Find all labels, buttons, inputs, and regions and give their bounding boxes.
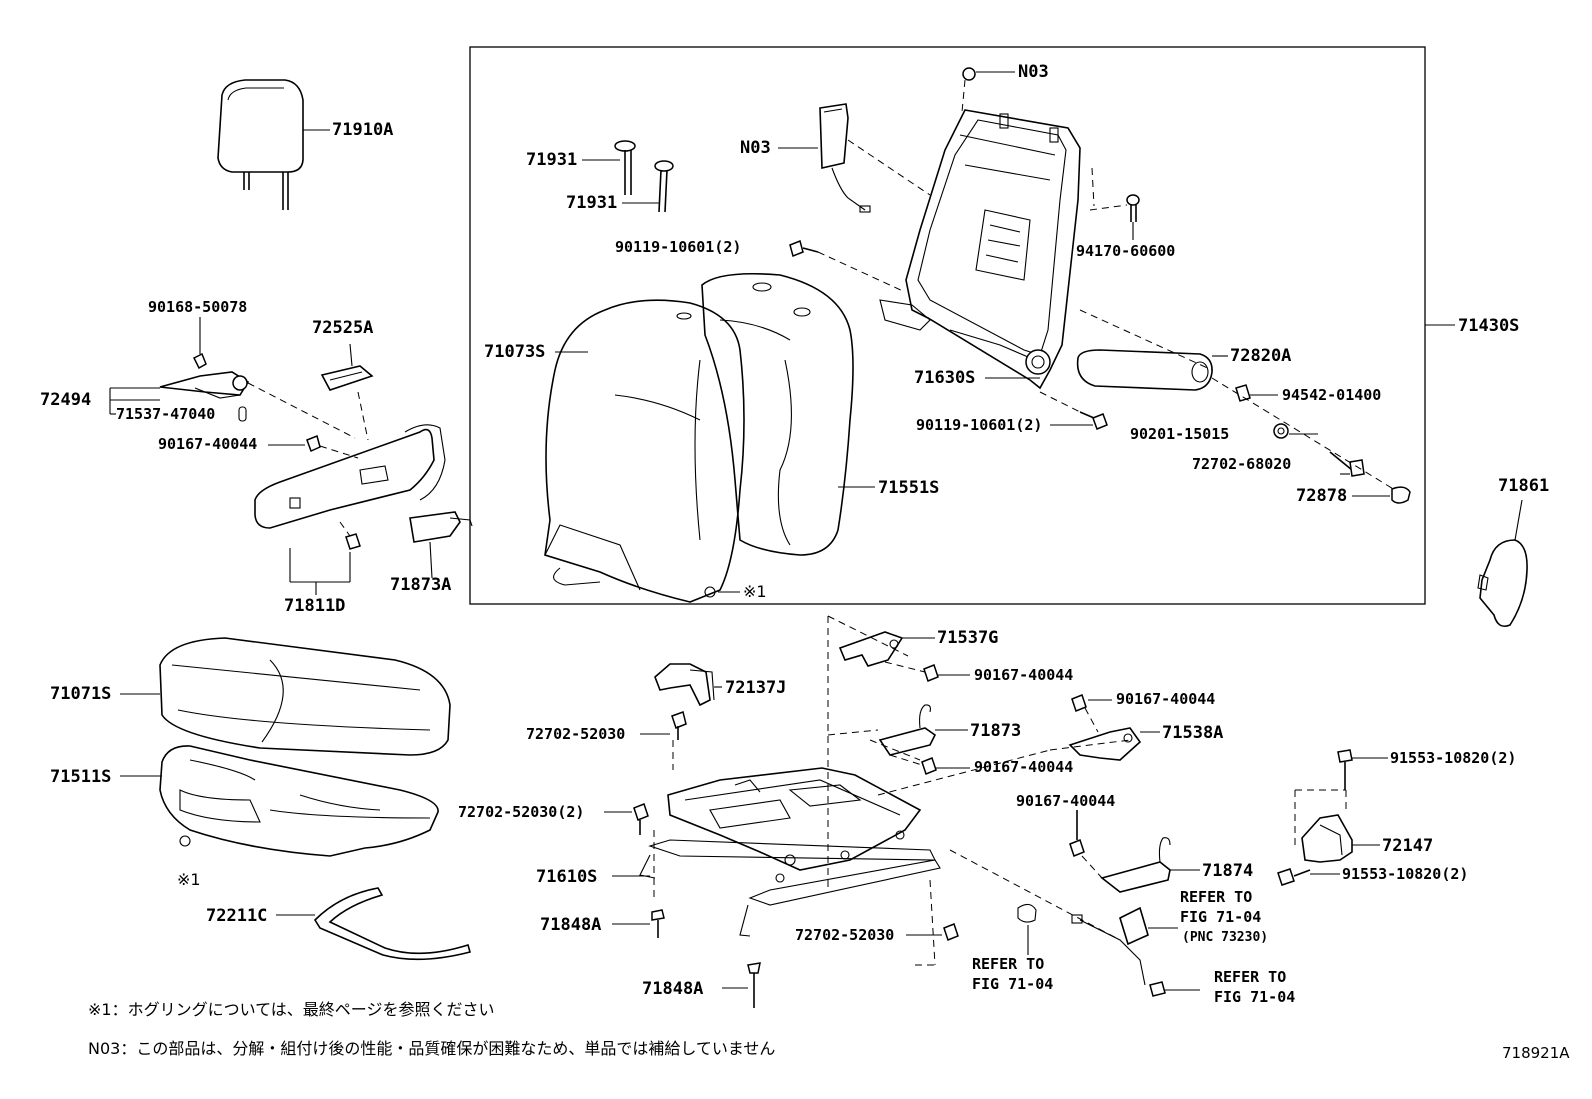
label-90167-71537G: 90167-40044 xyxy=(974,666,1074,684)
side-shield-group xyxy=(109,317,473,595)
nut-N03-top xyxy=(961,67,1015,113)
seatback-group-box xyxy=(469,46,1426,605)
label-72702-52030-c: 72702-52030 xyxy=(795,926,895,944)
label-72147: 72147 xyxy=(1382,836,1434,856)
label-72878: 72878 xyxy=(1296,486,1348,506)
label-71511S: 71511S xyxy=(50,767,112,787)
label-71811D: 71811D xyxy=(284,596,346,616)
seat-wire-72211C xyxy=(276,887,471,961)
figure-id: 718921A xyxy=(1502,1044,1570,1062)
label-71537-47040: 71537-47040 xyxy=(116,405,216,423)
label-71538A: 71538A xyxy=(1162,723,1224,743)
refer-2-line1: REFER TO xyxy=(972,955,1045,973)
label-N03-nut: N03 xyxy=(1018,62,1049,82)
label-72702-52030-2: 72702-52030(2) xyxy=(458,803,585,821)
recliner-cover-71861 xyxy=(1477,499,1528,628)
label-90119-lower: 90119-10601(2) xyxy=(916,416,1043,434)
refer-1-line2: FIG 71-04 xyxy=(1180,908,1262,926)
airbag-module-N03 xyxy=(778,103,931,213)
label-71931-b: 71931 xyxy=(566,193,618,213)
seatback-pad-71551S xyxy=(701,272,875,556)
label-90119-upper: 90119-10601(2) xyxy=(615,238,742,256)
refer-3-line2: FIG 71-04 xyxy=(1214,988,1296,1006)
bracket-71537G xyxy=(838,631,970,682)
label-90167-side: 90167-40044 xyxy=(158,435,258,453)
bolt-94170-60600 xyxy=(1089,167,1140,240)
label-90167-71874: 90167-40044 xyxy=(1016,792,1116,810)
footnote-hog-ring: ※1：ホグリングについては、最終ページを参照ください xyxy=(88,1000,495,1019)
label-N03-airbag: N03 xyxy=(740,138,771,158)
label-mark1-cushion: ※1 xyxy=(177,870,201,889)
label-71910A: 71910A xyxy=(332,120,394,140)
footnote-N03: N03：この部品は、分解・組付け後の性能・品質確保が困難なため、単品では補給して… xyxy=(88,1039,776,1058)
label-90167-71538A: 90167-40044 xyxy=(1116,690,1216,708)
cushion-cover-71071S xyxy=(120,637,451,756)
adjuster-bolts xyxy=(604,711,959,1008)
cushion-pad-71511S xyxy=(120,745,439,857)
label-91553-lower: 91553-10820(2) xyxy=(1342,865,1469,883)
label-71848A-b: 71848A xyxy=(642,979,704,999)
label-71610S: 71610S xyxy=(536,867,598,887)
label-72702-52030-a: 72702-52030 xyxy=(526,725,626,743)
label-90201-15015: 90201-15015 xyxy=(1130,425,1230,443)
label-71861: 71861 xyxy=(1498,476,1550,496)
bracket-72147 xyxy=(1277,749,1388,886)
seatback-frame-71630S xyxy=(879,109,1081,390)
label-71874: 71874 xyxy=(1202,861,1254,881)
label-90168-50078: 90168-50078 xyxy=(148,298,248,316)
label-71071S: 71071S xyxy=(50,684,112,704)
label-71873A: 71873A xyxy=(390,575,452,595)
lever-71874 xyxy=(1069,810,1200,893)
label-72702-68020: 72702-68020 xyxy=(1192,455,1292,473)
lever-71538A xyxy=(1068,694,1160,761)
label-71848A-a: 71848A xyxy=(540,915,602,935)
seat-adjuster-71610S xyxy=(612,767,941,937)
guide-lines xyxy=(653,615,1131,966)
armrest-hardware xyxy=(1211,377,1411,504)
label-91553-upper: 91553-10820(2) xyxy=(1390,749,1517,767)
headrest-71910A xyxy=(217,79,330,210)
refer-3-line1: REFER TO xyxy=(1214,968,1287,986)
label-72137J: 72137J xyxy=(725,678,787,698)
lever-71873 xyxy=(878,704,970,775)
label-71537G: 71537G xyxy=(937,628,999,648)
label-72820A: 72820A xyxy=(1230,346,1292,366)
armrest-72820A xyxy=(1076,309,1228,391)
label-71551S: 71551S xyxy=(878,478,940,498)
refer-1-line1: REFER TO xyxy=(1180,888,1253,906)
bolts-90119-10601 xyxy=(789,239,1108,430)
headrest-guides-71931 xyxy=(582,140,674,213)
label-71873: 71873 xyxy=(970,721,1022,741)
cover-72137J xyxy=(654,663,722,707)
label-71073S: 71073S xyxy=(484,342,546,362)
seatback-cover-71073S xyxy=(544,299,745,603)
label-90167-71873: 90167-40044 xyxy=(974,758,1074,776)
label-72525A: 72525A xyxy=(312,318,374,338)
label-94170-60600: 94170-60600 xyxy=(1076,242,1176,260)
label-71931-a: 71931 xyxy=(526,150,578,170)
refer-2-line2: FIG 71-04 xyxy=(972,975,1054,993)
seatbelt-buckle xyxy=(1017,903,1200,997)
label-mark1-back: ※1 xyxy=(743,582,767,601)
label-72494: 72494 xyxy=(40,390,92,410)
label-94542-01400: 94542-01400 xyxy=(1282,386,1382,404)
label-71430S: 71430S xyxy=(1458,316,1520,336)
label-71630S: 71630S xyxy=(914,368,976,388)
refer-1-line3: (PNC 73230) xyxy=(1182,930,1269,945)
label-72211C: 72211C xyxy=(206,906,268,926)
